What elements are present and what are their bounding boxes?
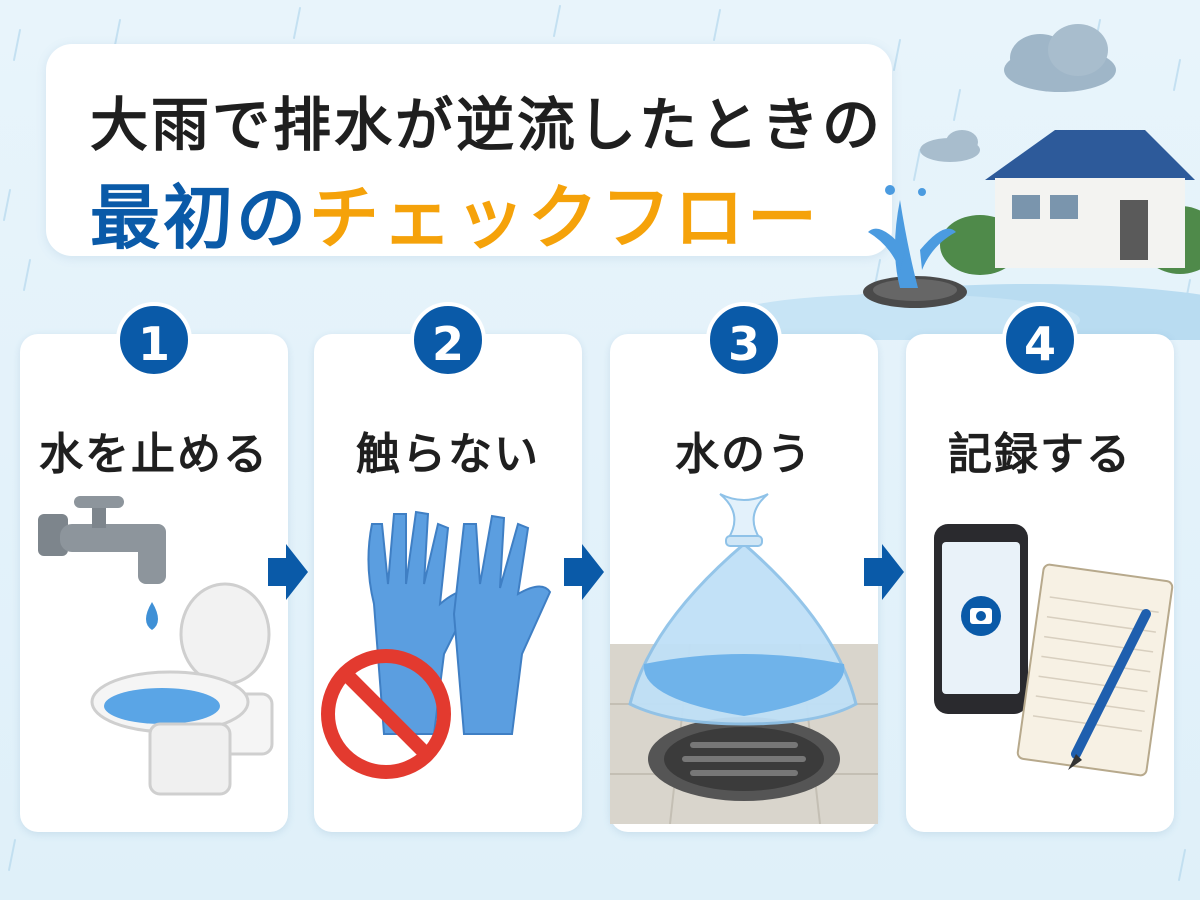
arrow-right-icon bbox=[268, 544, 308, 600]
step-number-4: 4 bbox=[1002, 302, 1078, 378]
step-label: 水を止める bbox=[39, 429, 269, 480]
step-1-illustration bbox=[38, 496, 274, 796]
arrow-right-icon bbox=[864, 544, 904, 600]
step-card-3: 水のう bbox=[610, 334, 878, 832]
step-number-1: 1 bbox=[116, 302, 192, 378]
water-splash-icon bbox=[868, 185, 956, 288]
step-number-2: 2 bbox=[410, 302, 486, 378]
step-card-1: 水を止める bbox=[20, 334, 288, 832]
step-3-illustration bbox=[610, 493, 878, 824]
step-number-3: 3 bbox=[706, 302, 782, 378]
water-drop-icon bbox=[146, 602, 158, 630]
step-2-illustration bbox=[321, 510, 552, 779]
toilet-icon bbox=[90, 582, 274, 796]
gloves-icon bbox=[367, 510, 552, 735]
cloud-icon bbox=[920, 24, 1116, 162]
drain-grate-icon bbox=[648, 717, 840, 801]
page-title: 大雨で排水が逆流したときの bbox=[90, 91, 884, 159]
manhole-icon bbox=[863, 276, 967, 308]
faucet-icon bbox=[38, 496, 166, 584]
house-icon bbox=[985, 130, 1195, 268]
flood-scene-illustration bbox=[720, 24, 1200, 340]
subtitle-orange-part: チェックフロー bbox=[309, 177, 820, 259]
step-label: 記録する bbox=[948, 429, 1132, 480]
step-label: 水のう bbox=[675, 429, 813, 480]
title-card: 大雨で排水が逆流したときの 最初のチェックフロー bbox=[46, 44, 892, 259]
step-card-2: 触らない bbox=[314, 334, 582, 832]
notebook-pen-icon bbox=[1016, 563, 1174, 777]
arrow-right-icon bbox=[564, 544, 604, 600]
page-subtitle: 最初のチェックフロー bbox=[90, 162, 870, 263]
step-label: 触らない bbox=[356, 429, 540, 480]
subtitle-blue-part: 最初の bbox=[90, 177, 309, 259]
step-4-illustration bbox=[934, 524, 1174, 777]
smartphone-camera-icon bbox=[934, 524, 1028, 714]
water-bag-icon bbox=[628, 493, 858, 726]
step-card-4: 記録する bbox=[906, 334, 1174, 832]
prohibited-icon bbox=[321, 649, 451, 779]
